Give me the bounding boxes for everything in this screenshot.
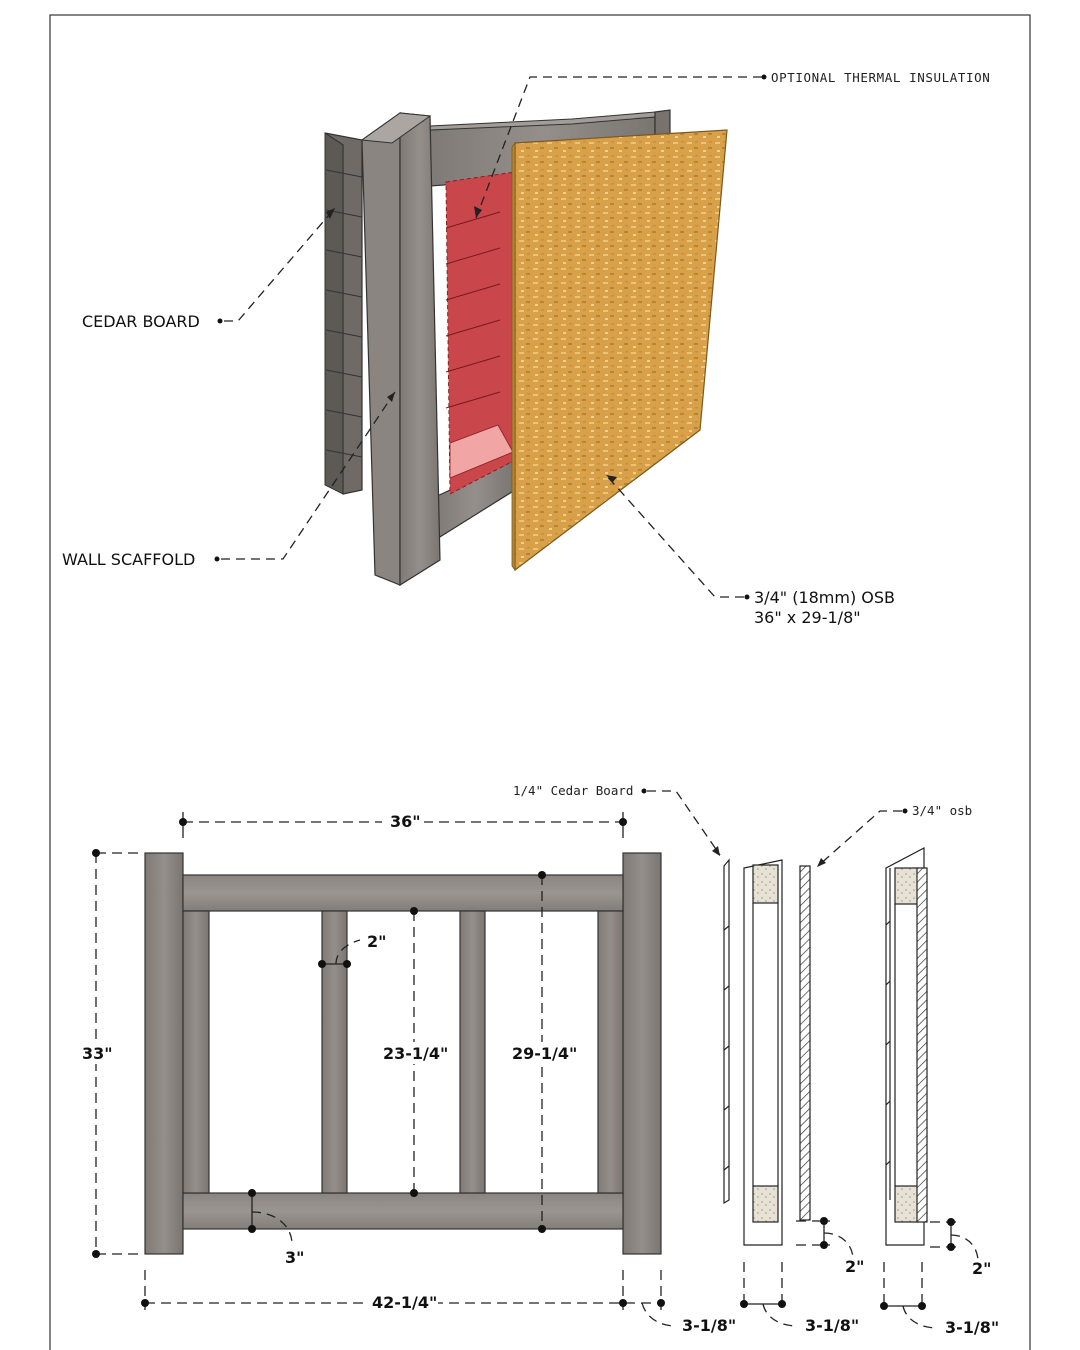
dim-post-depth: 3-1/8" bbox=[682, 1316, 736, 1335]
dim-section-a-gap: 2" bbox=[845, 1257, 864, 1276]
osb-leader bbox=[605, 474, 744, 598]
cedar-board-section-label: 1/4" Cedar Board bbox=[513, 783, 633, 798]
dim-inner-height: 23-1/4" bbox=[383, 1044, 448, 1063]
osb-section-leader bbox=[817, 810, 902, 867]
section-cedar-board bbox=[723, 858, 730, 1205]
front-post bbox=[360, 111, 441, 587]
dim-overall-width: 42-1/4" bbox=[372, 1293, 437, 1312]
thermal-leader bbox=[475, 76, 762, 219]
osb-label-line1: 3/4" (18mm) OSB bbox=[754, 588, 895, 607]
exploded-view: OPTIONAL THERMAL INSULATION CEDAR BOARD … bbox=[62, 70, 990, 627]
dim-section-b-gap: 2" bbox=[972, 1259, 991, 1278]
right-post-elevation bbox=[622, 852, 662, 1255]
wall-scaffold-label: WALL SCAFFOLD bbox=[62, 550, 195, 569]
stud-3 bbox=[459, 910, 486, 1194]
osb-label-line2: 36" x 29-1/8" bbox=[754, 608, 861, 627]
dim-frame-height: 29-1/4" bbox=[512, 1044, 577, 1063]
dim-stud-width: 2" bbox=[367, 932, 386, 951]
osb-panel bbox=[511, 129, 728, 572]
cedar-board-label: CEDAR BOARD bbox=[82, 312, 200, 331]
top-rail-elevation bbox=[182, 874, 624, 912]
stud-2 bbox=[321, 910, 348, 1194]
stud-4 bbox=[597, 910, 624, 1194]
section-views: 1/4" Cedar Board 3/4" osb 2" 3-1/8" bbox=[513, 783, 999, 1337]
dim-rail-height: 3" bbox=[285, 1248, 304, 1267]
dim-overall-height: 33" bbox=[82, 1044, 113, 1063]
left-post bbox=[144, 852, 184, 1255]
dim-section-b-depth: 3-1/8" bbox=[945, 1318, 999, 1337]
scaffold-leader bbox=[221, 391, 396, 560]
thermal-insulation bbox=[445, 171, 516, 495]
front-elevation: 36" 33" 2" 23-1/4" 29-1/4" 3" bbox=[80, 808, 736, 1335]
section-assembled bbox=[885, 847, 928, 1246]
page-border bbox=[49, 14, 1031, 1350]
cedar-section-leader bbox=[647, 790, 721, 856]
section-stud bbox=[743, 859, 783, 1246]
dim-top-width: 36" bbox=[390, 812, 421, 831]
thermal-insulation-label: OPTIONAL THERMAL INSULATION bbox=[771, 70, 990, 85]
osb-section-label: 3/4" osb bbox=[912, 803, 972, 818]
section-osb bbox=[799, 865, 811, 1221]
dim-section-a-depth: 3-1/8" bbox=[805, 1316, 859, 1335]
bottom-rail-elevation bbox=[182, 1192, 624, 1230]
cedar-board-panel bbox=[324, 132, 363, 495]
cedar-leader bbox=[224, 207, 336, 322]
stud-1 bbox=[182, 910, 210, 1194]
